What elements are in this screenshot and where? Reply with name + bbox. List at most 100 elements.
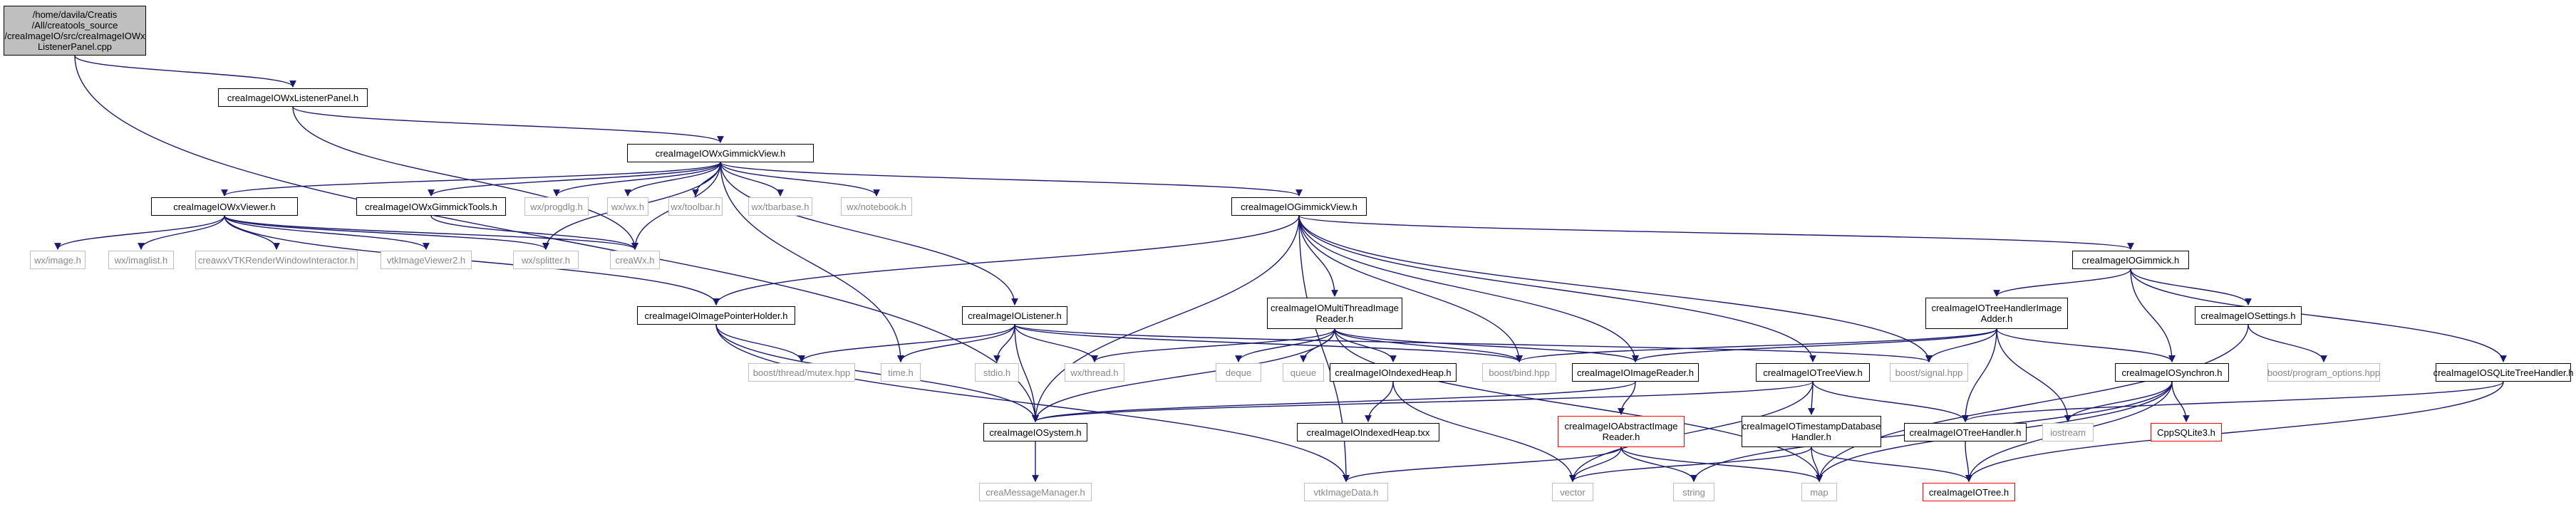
edge-gv-to-treeview bbox=[1298, 215, 1816, 362]
node-timeh[interactable]: time.h bbox=[881, 363, 921, 382]
edge-treeview-to-treehandler bbox=[1812, 381, 1969, 422]
edge-synchron-to-cppsqlite bbox=[2171, 381, 2190, 422]
edge-wxlp-to-creawx bbox=[292, 106, 638, 250]
edge-mtir-to-map bbox=[1334, 328, 1823, 482]
edge-wxgv-to-wxv bbox=[221, 162, 721, 197]
node-gimmick[interactable]: creaImageIOGimmick.h bbox=[2072, 251, 2189, 269]
node-mutex[interactable]: boost/thread/mutex.hpp bbox=[748, 363, 855, 382]
node-cppsqlite[interactable]: CppSQLite3.h bbox=[2151, 423, 2222, 441]
node-system[interactable]: creaImageIOSystem.h bbox=[983, 423, 1087, 441]
edge-mtir-to-bind bbox=[1334, 328, 1523, 362]
edge-wxgv-to-wxwx bbox=[624, 162, 721, 197]
node-wxsplit[interactable]: wx/splitter.h bbox=[513, 251, 579, 269]
node-absreader[interactable]: creaImageIOAbstractImage Reader.h bbox=[1558, 416, 1685, 447]
edge-gimmick-to-settings bbox=[2130, 268, 2252, 305]
node-wxprog[interactable]: wx/progdlg.h bbox=[524, 197, 589, 216]
node-root[interactable]: /home/davila/Creatis /All/creatools_sour… bbox=[4, 6, 146, 56]
edge-absreader-to-vtkimgdata bbox=[1343, 446, 1622, 482]
node-synchron[interactable]: creaImageIOSynchron.h bbox=[2115, 363, 2229, 382]
edge-gimmick-to-sqlite bbox=[2130, 268, 2507, 362]
edge-listener-to-system bbox=[1014, 324, 1039, 422]
node-treeview[interactable]: creaImageIOTreeView.h bbox=[1756, 363, 1870, 382]
edge-iheap-to-iheaptxx bbox=[1365, 381, 1394, 422]
node-treehandler[interactable]: creaImageIOTreeHandler.h bbox=[1904, 423, 2027, 441]
node-tree[interactable]: creaImageIOTree.h bbox=[1923, 483, 2015, 501]
node-msgmgr[interactable]: creaMessageManager.h bbox=[979, 483, 1092, 501]
edge-mtir-to-wxthread bbox=[1091, 328, 1335, 362]
node-wxthread[interactable]: wx/thread.h bbox=[1065, 363, 1124, 382]
node-listener[interactable]: creaImageIOListener.h bbox=[962, 306, 1067, 325]
edge-wxgv-to-wxtbb bbox=[720, 162, 784, 197]
edge-absreader-to-map bbox=[1620, 446, 1823, 482]
node-vector[interactable]: vector bbox=[1552, 483, 1593, 501]
node-wxtb[interactable]: wx/toolbar.h bbox=[668, 197, 723, 216]
edge-wxv-to-wximaglist bbox=[138, 215, 225, 250]
edge-iph-to-system bbox=[715, 324, 1039, 422]
edge-treehandler-to-tree bbox=[1965, 441, 1972, 482]
node-wxnb[interactable]: wx/notebook.h bbox=[841, 197, 912, 216]
node-queue[interactable]: queue bbox=[1283, 363, 1324, 382]
edge-thia-to-synchron bbox=[1996, 328, 2176, 362]
edge-wxlp-to-wxgv bbox=[292, 106, 724, 143]
node-wxgv[interactable]: creaImageIOWxGimmickView.h bbox=[627, 144, 814, 162]
edge-gv-to-signal bbox=[1298, 215, 1933, 362]
edge-sqlite-to-tree bbox=[1965, 381, 2504, 482]
edge-thia-to-ireader bbox=[1632, 328, 1997, 362]
edge-gv-to-system bbox=[1032, 215, 1300, 422]
node-settings[interactable]: creaImageIOSettings.h bbox=[2195, 306, 2302, 325]
edge-wxgv-to-gv bbox=[720, 162, 1303, 197]
node-tsdb[interactable]: creaImageIOTimestampDatabase Handler.h bbox=[1742, 416, 1881, 447]
node-iheap[interactable]: creaImageIOIndexedHeap.h bbox=[1330, 363, 1457, 382]
node-iheaptxx[interactable]: creaImageIOIndexedHeap.txx bbox=[1297, 423, 1439, 441]
edge-thia-to-signal bbox=[1925, 328, 1997, 362]
edge-wxgv-to-wxgt bbox=[428, 162, 721, 197]
node-creawx[interactable]: creaWx.h bbox=[610, 251, 660, 269]
node-vtkiv[interactable]: vtkImageViewer2.h bbox=[381, 251, 472, 269]
edge-wxv-to-creawx bbox=[224, 215, 638, 250]
edge-mtir-to-ireader bbox=[1334, 328, 1639, 362]
node-stdio[interactable]: stdio.h bbox=[975, 363, 1019, 382]
node-vtkimgdata[interactable]: vtkImageData.h bbox=[1304, 483, 1388, 501]
node-wximage[interactable]: wx/image.h bbox=[30, 251, 86, 269]
node-thia[interactable]: creaImageIOTreeHandlerImage Adder.h bbox=[1925, 298, 2068, 329]
edge-thia-to-treehandler bbox=[1962, 328, 1997, 422]
edge-ireader-to-system bbox=[1032, 381, 1636, 422]
node-wxwx[interactable]: wx/wx.h bbox=[607, 197, 648, 216]
edge-wxgv-to-listener bbox=[720, 162, 1018, 305]
node-wxgt[interactable]: creaImageIOWxGimmickTools.h bbox=[356, 197, 506, 216]
edge-settings-to-map bbox=[1816, 324, 2249, 482]
edge-root-to-wxlp bbox=[74, 55, 296, 88]
node-wximaglist[interactable]: wx/imaglist.h bbox=[108, 251, 174, 269]
node-bind[interactable]: boost/bind.hpp bbox=[1482, 363, 1556, 382]
node-signal[interactable]: boost/signal.hpp bbox=[1890, 363, 1968, 382]
edge-absreader-to-string bbox=[1620, 446, 1697, 482]
edge-mtir-to-deque bbox=[1235, 328, 1335, 362]
node-wxtbb[interactable]: wx/tbarbase.h bbox=[748, 197, 812, 216]
node-map[interactable]: map bbox=[1801, 483, 1837, 501]
edge-wxgv-to-wxnb bbox=[720, 162, 880, 197]
edge-wxv-to-vtkiv bbox=[224, 215, 430, 250]
edge-synchron-to-iostream bbox=[2064, 381, 2173, 422]
node-iostream[interactable]: iostream bbox=[2042, 423, 2094, 441]
edge-listener-to-wxthread bbox=[1014, 324, 1098, 362]
node-wxlp[interactable]: creaImageIOWxListenerPanel.h bbox=[218, 88, 368, 107]
edge-gv-to-vtkimgdata bbox=[1298, 215, 1350, 482]
node-crvtk[interactable]: creawxVTKRenderWindowInteractor.h bbox=[195, 251, 358, 269]
node-iph[interactable]: creaImageIOImagePointerHolder.h bbox=[637, 306, 795, 325]
node-gv[interactable]: creaImageIOGimmickView.h bbox=[1231, 197, 1367, 216]
node-sqlite[interactable]: creaImageIOSQLiteTreeHandler.h bbox=[2433, 363, 2573, 382]
edge-listener-to-signal bbox=[1014, 324, 1933, 362]
node-ireader[interactable]: creaImageIOImageReader.h bbox=[1572, 363, 1699, 382]
edge-gv-to-gimmick bbox=[1298, 215, 2134, 250]
edge-listener-to-mutex bbox=[798, 324, 1015, 362]
node-progopt[interactable]: boost/program_options.hpp bbox=[2267, 363, 2380, 382]
node-deque[interactable]: deque bbox=[1216, 363, 1261, 382]
node-mtir[interactable]: creaImageIOMultiThreadImage Reader.h bbox=[1267, 298, 1402, 329]
edge-tsdb-to-tree bbox=[1811, 446, 1972, 482]
edge-iph-to-mutex bbox=[715, 324, 805, 362]
node-wxv[interactable]: creaImageIOWxViewer.h bbox=[151, 197, 298, 216]
edge-listener-to-timeh bbox=[897, 324, 1015, 362]
node-string[interactable]: string bbox=[1673, 483, 1714, 501]
